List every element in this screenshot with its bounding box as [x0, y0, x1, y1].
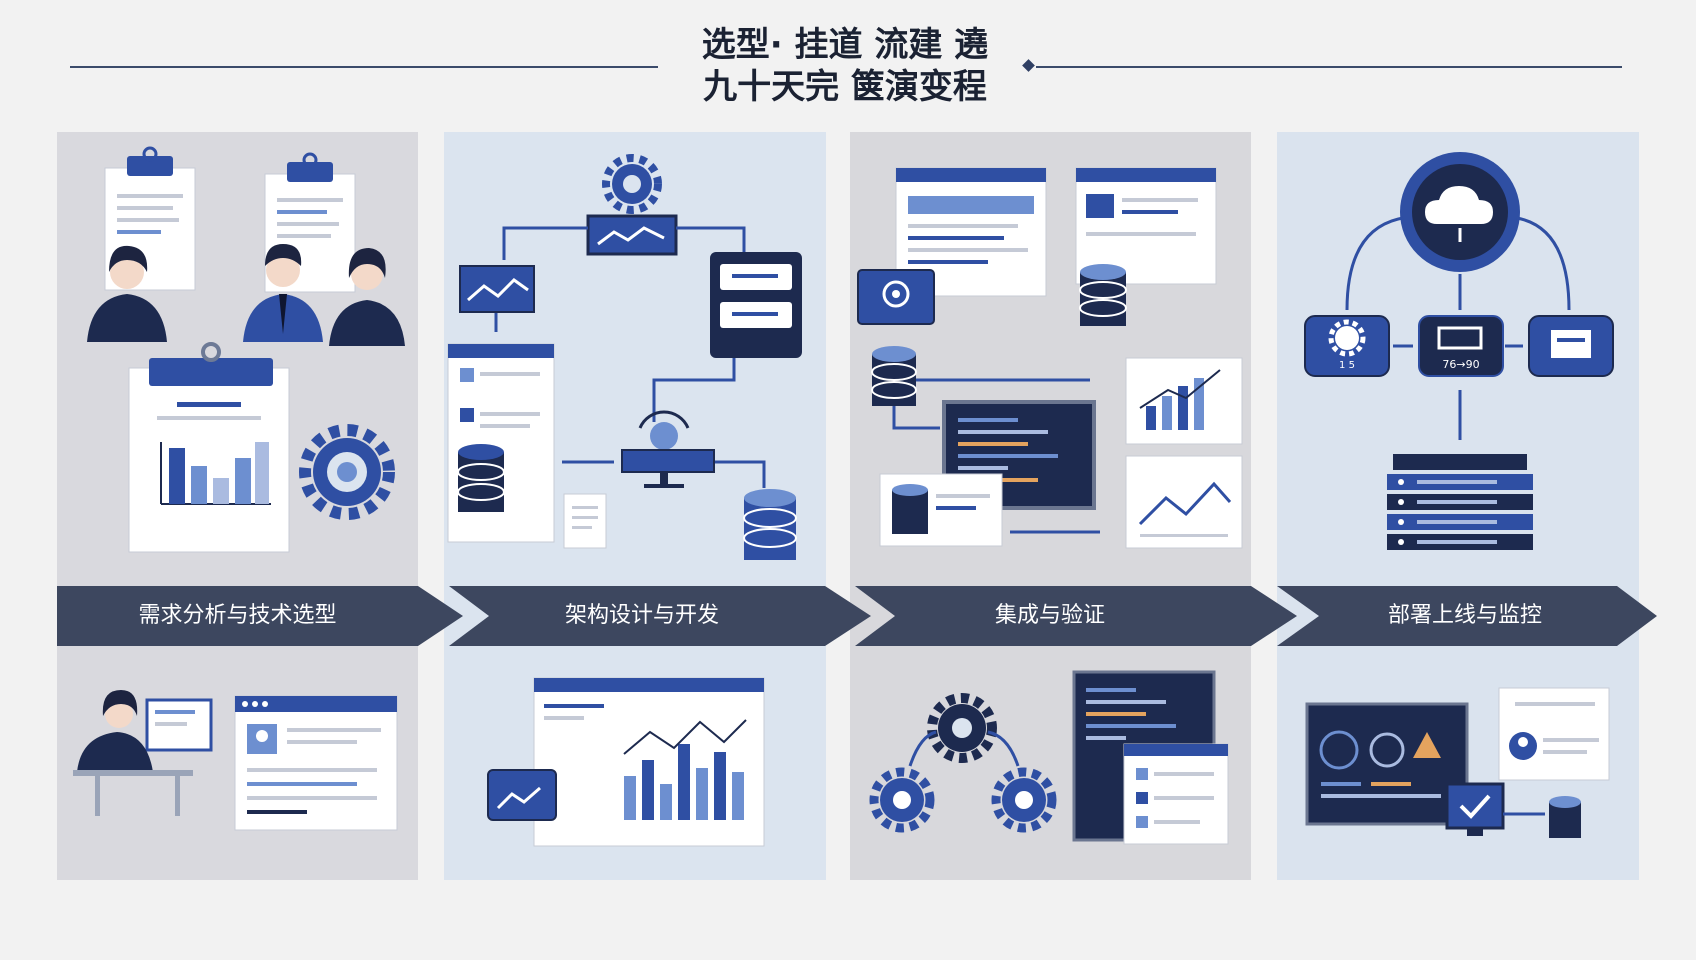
- profile-card-icon: [1498, 687, 1610, 781]
- stage-panel-requirements: [57, 132, 418, 880]
- header: 选型· 挂道 流建 遶 九十天完 箧演变程: [0, 0, 1696, 120]
- person-icon: [87, 245, 167, 342]
- stage-panel-deployment: 1 5 76→90: [1277, 132, 1639, 880]
- code-window-icon: [447, 343, 555, 543]
- browser-window-icon: [1075, 167, 1217, 285]
- title-line-2: 九十天完 箧演变程: [703, 67, 987, 107]
- header-diamond-icon: [1022, 59, 1035, 72]
- chart-card-icon: [1125, 357, 1243, 445]
- page-title: 选型· 挂道 流建 遶 九十天完 箧演变程: [690, 24, 1000, 108]
- clipboard-icon: [264, 152, 356, 293]
- stage-label-4: 部署上线与监控: [1387, 603, 1542, 628]
- architecture-illustration: [447, 154, 802, 847]
- gear-icon: [299, 424, 395, 520]
- integration-illustration: [857, 167, 1243, 845]
- database-icon: [871, 346, 917, 406]
- stage-arrow-2: [449, 586, 871, 646]
- database-icon: [1503, 796, 1581, 838]
- stage-label-2: 架构设计与开发: [564, 603, 719, 628]
- server-rack-icon: [1387, 454, 1533, 550]
- connector-arrows: [1345, 216, 1571, 440]
- deployment-illustration: 1 5 76→90: [1304, 152, 1614, 838]
- person-icon: [329, 248, 405, 346]
- window-node-icon: 76→90: [1418, 315, 1504, 377]
- gear-node-icon: 1 5: [1304, 315, 1390, 377]
- stage-arrow-4: [1277, 586, 1657, 646]
- database-icon: [1079, 264, 1127, 326]
- network-node-icon: [857, 269, 935, 325]
- stage-label-1: 需求分析与技术选型: [138, 603, 337, 628]
- server-panel-icon: [710, 252, 802, 358]
- check-monitor-icon: [1445, 782, 1505, 836]
- stage-panel-integration: [850, 132, 1251, 880]
- stage-arrow-3: [855, 586, 1297, 646]
- gear-icon: [927, 693, 997, 763]
- woman-at-desk-icon: [73, 690, 213, 816]
- gear-icon: [602, 154, 662, 214]
- stage-panel-architecture: [444, 132, 826, 880]
- database-icon: [457, 444, 505, 512]
- connector-arrows: [892, 378, 1100, 534]
- server-card-icon: [879, 473, 1003, 547]
- window-node-label: 76→90: [1442, 358, 1479, 371]
- dashboard-window-icon: [1305, 702, 1469, 826]
- title-line-1: 选型· 挂道 流建 遶: [701, 25, 989, 65]
- gear-node-label: 1 5: [1339, 360, 1355, 371]
- database-icon: [743, 489, 797, 560]
- timeline-band: [57, 586, 1657, 646]
- profile-window-icon: [234, 695, 398, 831]
- chart-card-icon: [1125, 455, 1243, 549]
- monitor-chart-icon: [586, 214, 678, 256]
- gear-icon: [869, 767, 935, 833]
- document-icon: [563, 493, 607, 549]
- chart-card-icon: [459, 265, 535, 313]
- connector-arrows: [494, 226, 766, 488]
- analytics-window-icon: [533, 677, 765, 847]
- stage-label-3: 集成与验证: [994, 603, 1105, 628]
- person-icon: [243, 244, 323, 342]
- cloud-monitor-icon: [1400, 152, 1520, 272]
- gear-icon: [991, 767, 1057, 833]
- connector-arrows: [908, 730, 1020, 767]
- requirements-illustration: [73, 146, 405, 831]
- stage-arrow-1: [57, 586, 463, 646]
- network-hub-icon: [621, 410, 715, 488]
- form-window-icon: [1123, 743, 1229, 845]
- monitor-node-icon: [1528, 315, 1614, 377]
- card-chart-icon: [487, 769, 557, 821]
- header-rule-right: [1036, 66, 1622, 68]
- report-clipboard-icon: [128, 342, 290, 553]
- header-rule-left: [70, 66, 658, 68]
